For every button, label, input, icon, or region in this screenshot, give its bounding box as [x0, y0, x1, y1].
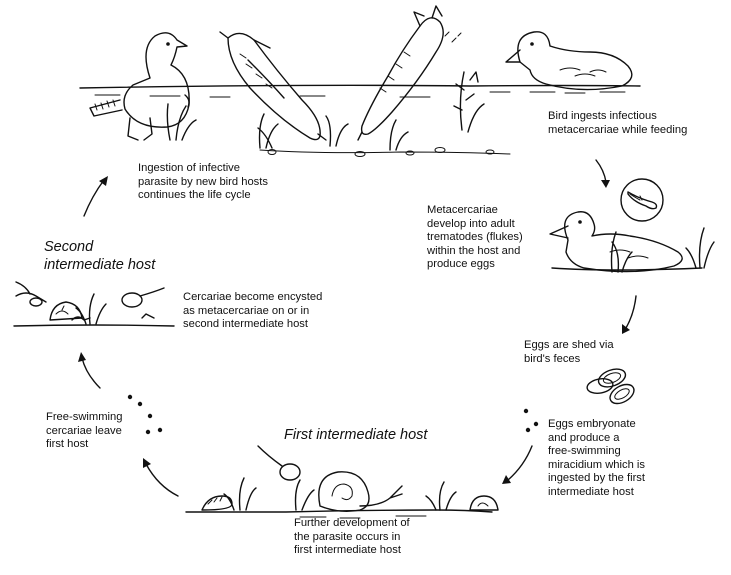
- label-eggs-embryonate: Eggs embryonate and produce a free-swimm…: [548, 418, 646, 498]
- heading-second-intermediate-host: Second intermediate host: [44, 239, 156, 273]
- label-bird-ingests: Bird ingests infectious metacercariae wh…: [548, 110, 688, 136]
- cercariae-dots: [127, 394, 163, 435]
- heading-first-intermediate-host: First intermediate host: [284, 427, 428, 443]
- arrow-to-snail: [502, 445, 533, 484]
- bottom-scene: [185, 445, 499, 519]
- label-cercariae-encysted: Cercariae become encysted as metacercari…: [183, 291, 323, 331]
- label-metacercariae-develop: Metacercariae develop into adult tremato…: [427, 204, 523, 271]
- standing-bird-icon: [89, 32, 190, 141]
- arrow-to-duck: [595, 159, 610, 188]
- label-eggs-shed: Eggs are shed via bird's feces: [524, 339, 614, 365]
- eggs-icon: [586, 368, 635, 405]
- upended-bird-icon: [357, 5, 462, 141]
- fluke-inset-icon: [620, 178, 664, 222]
- miracidium-dots: [523, 408, 539, 433]
- top-pebbles: [267, 147, 495, 157]
- diving-bird-icon: [219, 31, 327, 141]
- swimming-duck-icon: [505, 31, 633, 91]
- second-host-scene: [13, 281, 175, 327]
- arrow-to-second-host: [78, 352, 101, 389]
- label-further-development: Further development of the parasite occu…: [294, 517, 410, 557]
- top-reeds-icon: [166, 71, 485, 151]
- arrow-to-birds: [83, 176, 108, 217]
- top-water-line: [79, 84, 641, 155]
- label-ingestion-new-hosts: Ingestion of infective parasite by new b…: [138, 162, 268, 202]
- resting-duck-icon: [549, 211, 715, 273]
- label-free-swimming: Free-swimming cercariae leave first host: [46, 411, 123, 451]
- arrow-to-free-swimming: [143, 458, 179, 497]
- arrow-to-eggs: [622, 295, 637, 334]
